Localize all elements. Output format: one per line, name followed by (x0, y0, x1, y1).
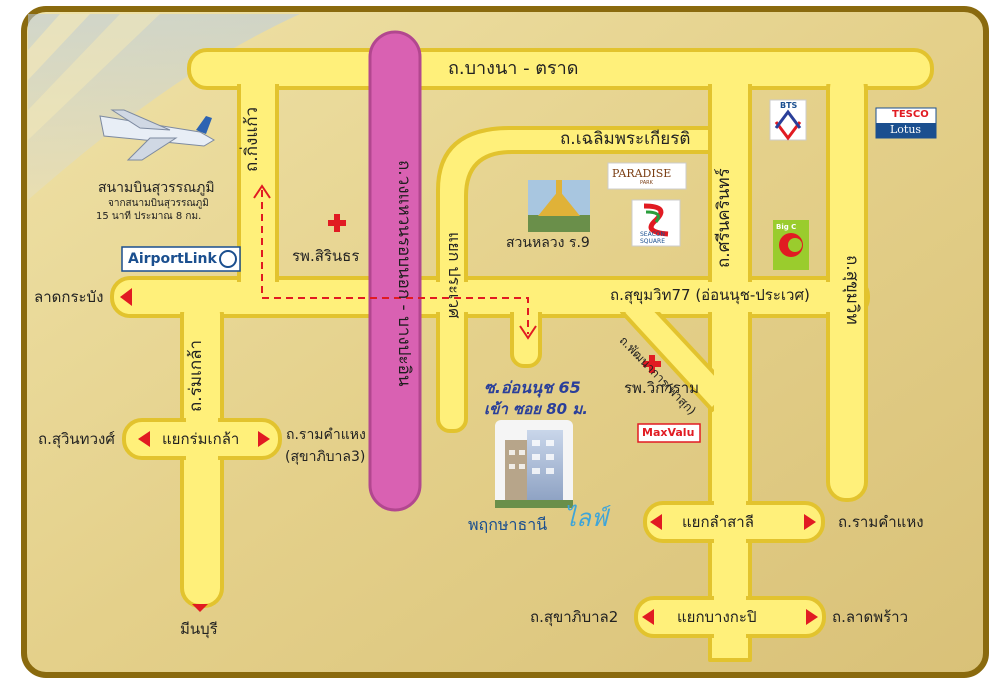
label-prawet-junction: แยก ประเวศ (445, 232, 464, 319)
hospital-cross-sirintorn-icon (328, 214, 346, 232)
suan-luang-photo (528, 180, 590, 232)
arrow-left-suwinthawong (138, 431, 150, 447)
maxvalu-text: MaxValu (642, 426, 695, 439)
label-ring-road: ถ.วงแหวนรอบนอก - บางปะอิน (394, 160, 414, 387)
seacon-square-logo (631, 199, 681, 247)
seacon-text: SEACON (640, 231, 665, 238)
label-lam-sali-junction: แยกลำสาลี (682, 513, 754, 531)
label-chalerm-prakiat: ถ.เฉลิมพระเกียรติ (560, 129, 691, 149)
route-arrow-up (253, 184, 271, 199)
label-soi-entry: เข้า ซอย 80 ม. (484, 400, 588, 418)
label-airport-note2: 15 นาที ประมาณ 8 กม. (96, 211, 202, 222)
label-bangna-trat: ถ.บางนา - ตราด (448, 58, 579, 79)
airport-link-text: AirportLink (128, 251, 217, 267)
bts-logo (769, 99, 807, 141)
label-romklao: ถ.ร่มเกล้า (186, 339, 206, 412)
route-arrow-down (519, 325, 537, 340)
road-ring-expressway (368, 30, 422, 512)
arrow-right-lamsali (804, 514, 816, 530)
paradise-sub-text: PARK (640, 180, 653, 186)
label-sukhaphiban3: (สุขาภิบาล3) (285, 449, 366, 465)
lotus-text: Lotus (890, 123, 922, 136)
arrow-down-minburi (192, 604, 208, 612)
label-suwinthawong: ถ.สุวินทวงศ์ (38, 430, 115, 448)
label-lat-krabang: ลาดกระบัง (34, 288, 104, 306)
paradise-park-logo (607, 162, 687, 190)
label-wikaram-hospital: รพ.วิการาม (624, 379, 700, 397)
airplane-icon (99, 109, 215, 161)
label-project-name: พฤกษาธานี (468, 515, 548, 534)
arrow-left-latkrabang (120, 288, 132, 306)
label-bangkapi-junction: แยกบางกะปิ (677, 608, 757, 626)
route-dashed (261, 190, 529, 334)
airport-link-logo (121, 246, 241, 272)
label-srinakarin: ถ.ศรีนครินทร์ (714, 168, 734, 268)
label-ramkhamhaeng-right: ถ.รามคำแหง (838, 513, 924, 531)
arrow-left-lamsali (650, 514, 662, 530)
corner-stripe (28, 14, 90, 80)
paradise-text: PARADISE (612, 167, 672, 180)
tesco-text: TESCO (892, 109, 929, 120)
tesco-lotus-logo (875, 107, 937, 139)
maxvalu-logo (637, 423, 701, 443)
corner-stripe (28, 14, 160, 140)
bts-text: BTS (780, 101, 798, 110)
label-airport-note1: จากสนามบินสุวรรณภูมิ (108, 198, 209, 209)
bigc-logo (773, 220, 809, 270)
direction-arrows (120, 288, 818, 625)
label-min-buri: มีนบุรี (180, 620, 218, 638)
project-building-photo (495, 420, 573, 508)
label-sukhumvit77: ถ.สุขุมวิท77 (อ่อนนุช-ประเวศ) (610, 286, 810, 304)
label-soi-onnut: ซ.อ่อนนุช 65 (484, 378, 581, 397)
bigc-text: Big C (776, 223, 797, 231)
seacon-sub-text: SQUARE (640, 238, 665, 245)
label-suan-luang: สวนหลวง ร.9 (506, 235, 590, 251)
arrow-left-bangkapi (642, 609, 654, 625)
label-ramkhamhaeng-left: ถ.รามคำแหง (286, 427, 366, 443)
label-sukhaphiban2: ถ.สุขาภิบาล2 (530, 608, 619, 626)
hospital-cross-wikaram-icon (643, 355, 661, 373)
label-sukhumvit: ถ.สุขุมวิท (842, 255, 862, 325)
label-project-script: ไลฟ์ (564, 504, 608, 532)
arrow-right-bangkapi (806, 609, 818, 625)
label-lat-phrao: ถ.ลาดพร้าว (832, 608, 908, 626)
label-airport: สนามบินสุวรรณภูมิ (98, 180, 215, 196)
label-romklao-junction: แยกร่มเกล้า (162, 430, 240, 448)
label-sirintorn-hospital: รพ.สิรินธร (292, 247, 360, 265)
label-kingkaew: ถ.กิ่งแก้ว (242, 106, 262, 172)
arrow-right-ramkhamhaeng (258, 431, 270, 447)
